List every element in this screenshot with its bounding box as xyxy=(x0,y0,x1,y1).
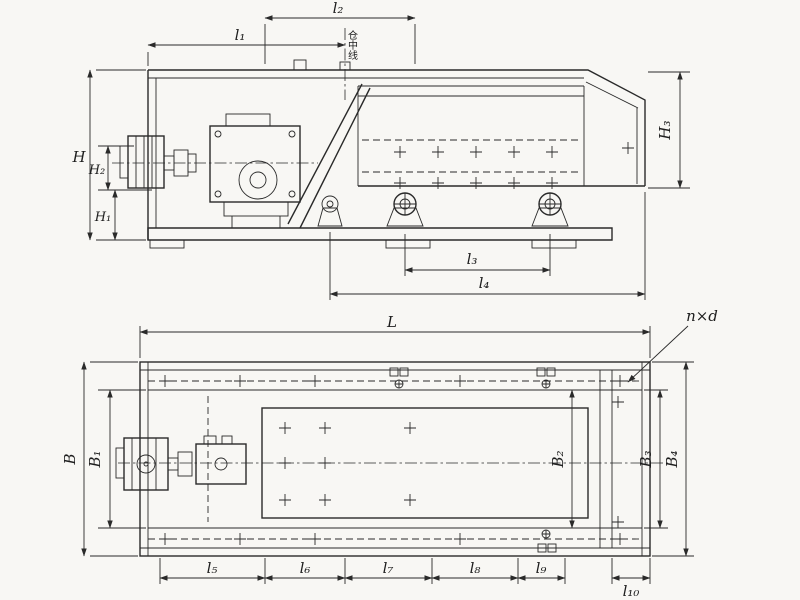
dim-label-l10: l₁₀ xyxy=(623,582,640,600)
plan-view: L n×d B B₁ B₂ B₃ B₄ l₅ l₆ l₇ l₈ l₉ l₁₀ xyxy=(61,307,718,600)
side-trough xyxy=(344,28,645,189)
plan-dimensions xyxy=(81,325,694,584)
dim-label-l3: l₃ xyxy=(467,250,478,268)
dim-label-big-l: L xyxy=(386,313,397,331)
plate-bolt-marks xyxy=(279,422,416,506)
side-frame xyxy=(147,59,646,249)
dim-label-l6: l₆ xyxy=(300,559,311,577)
dim-label-b2: B₂ xyxy=(549,450,567,468)
side-view: l₂ l₁ 仓中线 H H₂ H₁ H₃ l₃ l₄ xyxy=(71,0,690,300)
side-dimensions xyxy=(87,15,690,300)
dim-label-l4: l₄ xyxy=(479,274,490,292)
rail-fitting-3 xyxy=(537,529,557,553)
dim-label-l9: l₉ xyxy=(536,559,547,577)
dim-label-h1: H₁ xyxy=(94,210,112,225)
trough-bolt-marks-row1 xyxy=(394,146,558,158)
bin-center-line-note: 仓中线 xyxy=(346,29,358,60)
dim-label-b4: B₄ xyxy=(663,450,681,468)
hopper-bolt-mark xyxy=(622,142,634,154)
plan-motor-drive xyxy=(115,435,247,491)
end-bolt-marks xyxy=(612,396,624,528)
dim-label-h: H xyxy=(71,148,86,166)
dim-label-l2: l₂ xyxy=(333,0,344,17)
dim-label-h3: H₃ xyxy=(656,120,674,140)
plan-cover-plate xyxy=(261,396,624,528)
dim-label-b1: B₁ xyxy=(86,450,104,468)
dim-label-l7: l₇ xyxy=(383,559,394,577)
plan-frame xyxy=(118,361,668,557)
rail-fitting-2 xyxy=(536,367,556,389)
dim-label-l1: l₁ xyxy=(235,26,246,44)
side-motor-drive xyxy=(112,113,318,228)
dim-label-nxd: n×d xyxy=(686,307,718,325)
rail-fitting-1 xyxy=(389,367,409,389)
dim-label-b: B xyxy=(61,453,79,465)
dim-label-b3: B₃ xyxy=(637,450,655,468)
dim-label-l8: l₈ xyxy=(470,559,481,577)
rail-bolt-marks-bottom xyxy=(159,533,626,545)
trough-bolt-marks-row2 xyxy=(394,177,558,189)
side-bearings xyxy=(317,192,569,227)
rail-bolt-marks-top xyxy=(159,375,626,387)
dim-label-h2: H₂ xyxy=(88,163,106,178)
dim-label-l5: l₅ xyxy=(207,559,218,577)
